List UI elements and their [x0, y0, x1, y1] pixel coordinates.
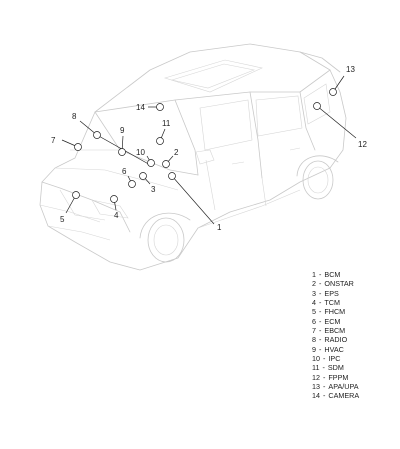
legend-separator: - — [323, 372, 326, 382]
legend-module-name: CAMERA — [328, 391, 360, 401]
legend-separator: - — [323, 382, 326, 392]
callout-14: 14 — [136, 103, 164, 112]
svg-text:11: 11 — [162, 119, 171, 128]
callout-1: 1 — [168, 172, 222, 232]
legend-separator: - — [319, 298, 322, 308]
legend-module-name: HVAC — [324, 344, 344, 354]
legend-number: 14 — [312, 391, 320, 401]
callout-2: 2 — [162, 148, 179, 168]
legend-number: 13 — [312, 382, 320, 392]
callout-11: 11 — [156, 119, 171, 145]
legend-module-name: ONSTAR — [324, 279, 354, 289]
svg-text:10: 10 — [136, 148, 145, 157]
legend-number: 8 — [312, 335, 316, 345]
callout-4: 4 — [110, 195, 119, 220]
svg-text:9: 9 — [120, 126, 125, 135]
legend-module-name: RADIO — [324, 335, 348, 345]
callout-6: 6 — [122, 167, 136, 188]
legend-separator: - — [323, 354, 326, 364]
callout-5: 5 — [60, 191, 80, 224]
legend-item: 7-EBCM — [312, 326, 398, 335]
legend-number: 4 — [312, 298, 316, 308]
legend-module-name: FHCM — [324, 307, 346, 317]
legend-number: 3 — [312, 288, 316, 298]
legend-separator: - — [319, 307, 322, 317]
legend-separator: - — [319, 326, 322, 336]
callout-9: 9 — [118, 126, 126, 156]
legend-number: 5 — [312, 307, 316, 317]
legend-item: 1-BCM — [312, 270, 398, 279]
svg-text:14: 14 — [136, 103, 145, 112]
legend-module-name: EPS — [324, 288, 339, 298]
callout-13: 13 — [329, 65, 355, 96]
legend-module-name: ECM — [324, 316, 341, 326]
legend-item: 6-ECM — [312, 317, 398, 326]
svg-text:8: 8 — [72, 112, 77, 121]
legend-item: 8-RADIO — [312, 335, 398, 344]
legend-item: 4-TCM — [312, 298, 398, 307]
svg-text:1: 1 — [217, 223, 222, 232]
legend-number: 9 — [312, 344, 316, 354]
legend-item: 10-IPC — [312, 354, 398, 363]
svg-text:12: 12 — [358, 140, 367, 149]
svg-text:4: 4 — [114, 211, 119, 220]
legend-module-name: SDM — [327, 363, 344, 373]
legend-item: 13-APA/UPA — [312, 382, 398, 391]
legend-separator: - — [319, 344, 322, 354]
legend-module-name: BCM — [324, 270, 341, 279]
legend-module-name: EBCM — [324, 326, 346, 336]
legend-separator: - — [319, 279, 322, 289]
svg-text:3: 3 — [151, 185, 156, 194]
svg-text:7: 7 — [51, 136, 56, 145]
svg-text:2: 2 — [174, 148, 179, 157]
legend-separator: - — [319, 335, 322, 345]
legend-module-name: TCM — [324, 298, 340, 308]
legend-item: 12-FPPM — [312, 373, 398, 382]
legend-item: 14-CAMERA — [312, 391, 398, 400]
legend-item: 11-SDM — [312, 363, 398, 372]
legend-separator: - — [319, 270, 322, 279]
legend-number: 12 — [312, 372, 320, 382]
legend-number: 6 — [312, 316, 316, 326]
legend-separator: - — [322, 363, 325, 373]
legend-module-name: APA/UPA — [328, 382, 359, 392]
legend-item: 2-ONSTAR — [312, 279, 398, 288]
legend-item: 5-FHCM — [312, 307, 398, 316]
legend-number: 10 — [312, 354, 320, 364]
callout-12: 12 — [313, 102, 367, 149]
legend-module-name: FPPM — [328, 372, 349, 382]
legend-module-name: IPC — [328, 354, 341, 364]
legend-separator: - — [323, 391, 326, 401]
callout-10: 10 — [136, 148, 155, 167]
svg-text:5: 5 — [60, 215, 65, 224]
legend-number: 1 — [312, 270, 316, 279]
legend-item: 3-EPS — [312, 289, 398, 298]
svg-text:13: 13 — [346, 65, 355, 74]
callout-7: 7 — [51, 136, 82, 151]
legend-number: 2 — [312, 279, 316, 289]
legend-item: 9-HVAC — [312, 345, 398, 354]
callout-3: 3 — [139, 172, 156, 194]
svg-text:6: 6 — [122, 167, 127, 176]
legend-number: 11 — [312, 363, 320, 373]
vehicle-outline — [39, 43, 347, 271]
legend-separator: - — [319, 288, 322, 298]
legend-number: 7 — [312, 326, 316, 336]
legend-separator: - — [319, 316, 322, 326]
